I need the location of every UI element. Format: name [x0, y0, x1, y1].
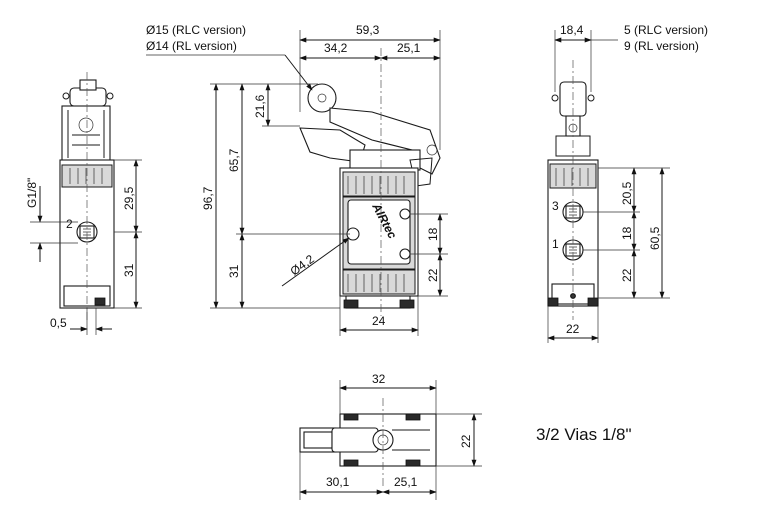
- dim-60-5: 60,5: [648, 226, 662, 250]
- dim-18-right: 18: [620, 226, 634, 240]
- port-1-label: 1: [552, 237, 559, 251]
- dim-22-right: 22: [620, 268, 634, 282]
- port-2-label-left: 2: [66, 217, 73, 231]
- dim-65-7: 65,7: [227, 148, 241, 172]
- dim-22-mid: 22: [426, 268, 440, 282]
- dim-34-2: 34,2: [324, 41, 348, 55]
- dim-59-3: 59,3: [356, 23, 380, 37]
- dim-96-7: 96,7: [201, 186, 215, 210]
- port-3-label: 3: [552, 199, 559, 213]
- dim-18-mid: 18: [426, 227, 440, 241]
- dim-22-bottom: 22: [459, 434, 473, 448]
- dim-18-4: 18,4: [560, 23, 584, 37]
- dim-25-1-top: 25,1: [397, 41, 421, 55]
- dim-30-1: 30,1: [326, 475, 350, 489]
- note-rl-diameter: Ø14 (RL version): [146, 39, 237, 53]
- top-view: 32 22 30,1 25,1: [299, 372, 482, 500]
- note-rlc-diameter: Ø15 (RLC version): [146, 23, 246, 37]
- dim-22-bottom-right: 22: [566, 322, 580, 336]
- thread-size: G1/8": [25, 178, 39, 208]
- dim-24: 24: [372, 314, 386, 328]
- dim-29-5: 29,5: [122, 186, 136, 210]
- dim-20-5: 20,5: [620, 181, 634, 205]
- dim-32: 32: [372, 372, 386, 386]
- note-rlc-roller: 5 (RLC version): [624, 23, 708, 37]
- front-view: AIRtec 59,3 34,2 25,1 Ø15 (RLC version) …: [146, 23, 448, 336]
- right-side-view: 3 1 18,4 5 (RLC version) 9 (RL version) …: [547, 23, 708, 343]
- note-rl-roller: 9 (RL version): [624, 39, 699, 53]
- caption: 3/2 Vias 1/8": [536, 425, 632, 444]
- dim-31-mid: 31: [227, 264, 241, 278]
- dim-31-left: 31: [122, 263, 136, 277]
- dim-hole-dia: Ø4,2: [288, 252, 318, 279]
- dim-25-1-bottom: 25,1: [394, 475, 418, 489]
- dim-21-6: 21,6: [253, 94, 267, 118]
- dim-0-5: 0,5: [50, 316, 67, 330]
- left-side-view: 2 29,5 31 G1/8" 0,5: [25, 72, 142, 335]
